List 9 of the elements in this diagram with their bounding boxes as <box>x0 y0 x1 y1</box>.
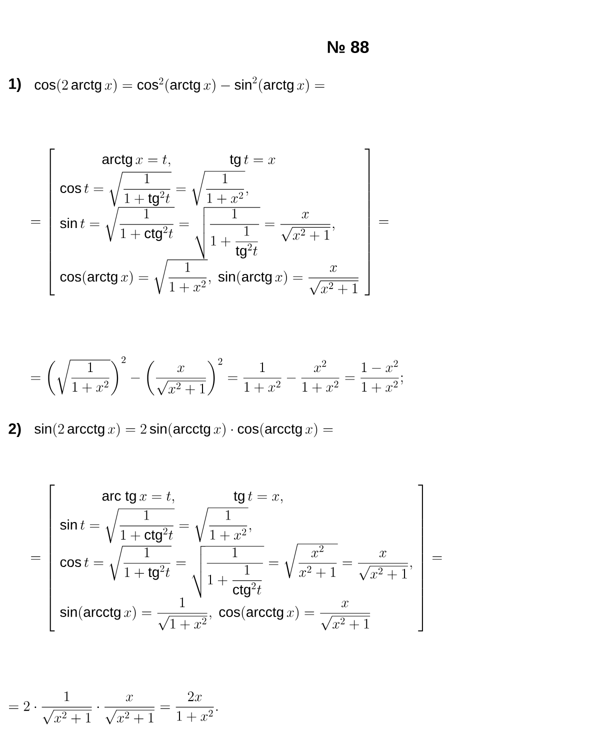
formula: $\cos(2\,\mathrm{arctg}\,x)=\cos^2(\mathrm{arctg}\,x)-\sin^2(\mathrm{arctg}\,x)=$ <box>34 76 324 94</box>
formula: $\sin(2\,\mathrm{arcctg}\,x)=2\sin(\mathrm{arcctg}\,x)\cdot\cos(\mathrm{arcctg}\,x)=$ <box>34 422 333 438</box>
title: № 88 <box>328 40 369 54</box>
formula: $=\left(\sqrt{\dfrac{1}{1+x^2}}\right)^2-\left(\dfrac{x}{\sqrt{x^2+1}}\right)^2=\dfrac{1}{1+x^2}-\dfrac{x^2}{1+x^2}=\dfrac{1-x^2}{1+x^2};$ <box>30 356 403 396</box>
problem-number: 1) <box>9 78 21 92</box>
problem-number: 2) <box>8 423 21 437</box>
formula: $=\left[\begin{array}{l}\qquad\quad\mathrm{arctg}\,x=t,\qquad\qquad \mathrm{tg}\,t=x\\ \cos t=\sqrt{\dfrac{1}{1+\mathrm{tg}^2t}}=\sqrt{\dfrac{1}{1+x^2}},\\ \sin t=\sqrt{\dfrac{1}{1+\mathrm{ctg}^2t}}=\sqrt{\dfrac{1}{1+\dfrac{1}{\mathrm{tg}^2t}}}=\dfrac{x}{\sqrt{x^2+1}},\\ \cos(\mathrm{arctg}\,x)=\sqrt{\dfrac{1}{1+x^2}},\ \sin(\mathrm{arctg}\,x)=\dfrac{x}{\sqrt{x^2+1}}\end{array}\right]=$ <box>30 148 388 296</box>
formula: $=2\cdot\dfrac{1}{\sqrt{x^2+1}}\cdot\dfrac{x}{\sqrt{x^2+1}}=\dfrac{2x}{1+x^2}.$ <box>8 692 218 724</box>
formula: $=\left[\begin{array}{l}\qquad\quad\mathrm{arc}\ \mathrm{tg}\,x=t,\qquad\qquad \mathrm{tg}\,t=x,\\ \sin t=\sqrt{\dfrac{1}{1+\mathrm{ctg}^2t}}=\sqrt{\dfrac{1}{1+x^2}},\\ \cos t=\sqrt{\dfrac{1}{1+\mathrm{tg}^2t}}=\sqrt{\dfrac{1}{1+\dfrac{1}{\mathrm{ctg}^2t}}}=\sqrt{\dfrac{x^2}{x^2+1}}=\dfrac{x}{\sqrt{x^2+1}},\\ \sin(\mathrm{arcctg}\,x)=\dfrac{1}{\sqrt{1+x^2}},\ \cos(\mathrm{arcctg}\,x)=\dfrac{x}{\sqrt{x^2+1}}\end{array}\right]=$ <box>30 484 442 632</box>
